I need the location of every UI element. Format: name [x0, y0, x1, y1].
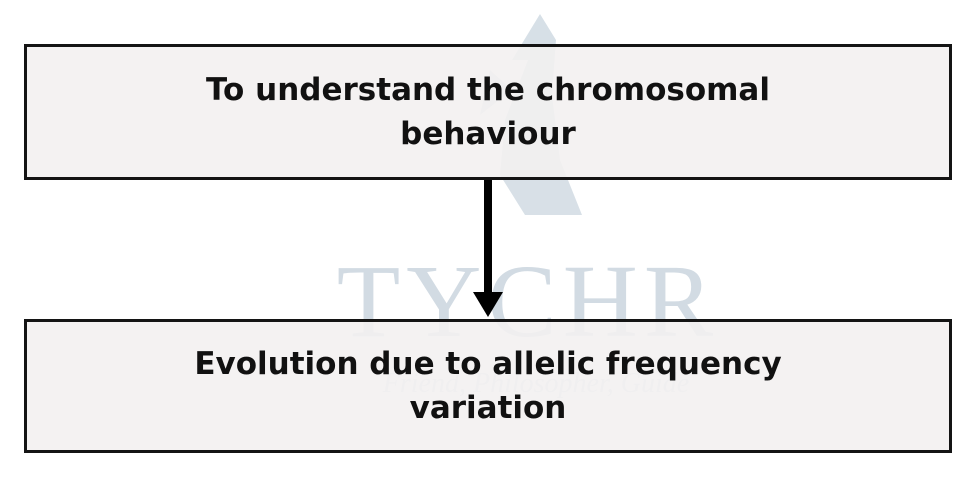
node-top-label: To understand the chromosomal behaviour — [206, 72, 770, 152]
diagram-node-top: To understand the chromosomal behaviour — [24, 44, 952, 180]
diagram-node-bottom: Evolution due to allelic frequency varia… — [24, 319, 952, 453]
arrow-head-icon — [473, 292, 503, 317]
node-bottom-label: Evolution due to allelic frequency varia… — [194, 346, 782, 426]
